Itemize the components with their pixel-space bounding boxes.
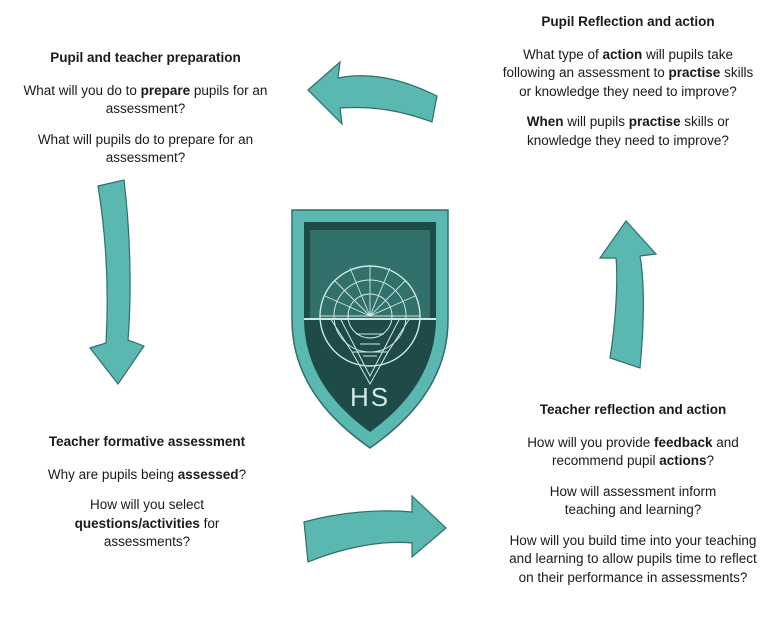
pupil-reflection-action-block: Pupil Reflection and action What type of… [498, 13, 758, 162]
teacher-formative-assessment-block: Teacher formative assessment Why are pup… [12, 433, 282, 564]
block-title: Teacher reflection and action [539, 402, 727, 417]
block-title: Teacher formative assessment [48, 434, 246, 449]
block-paragraph: How will assessment inform teaching and … [549, 483, 717, 518]
arrow-down-left [88, 179, 145, 386]
arrow-up-right [598, 220, 658, 369]
block-paragraph: How will you build time into your teachi… [509, 532, 757, 585]
arrow-left-top [307, 60, 438, 126]
block-title: Pupil and teacher preparation [50, 50, 241, 65]
pupil-teacher-preparation-block: Pupil and teacher preparation What will … [8, 49, 283, 180]
block-paragraph: When will pupils practise skills or know… [526, 114, 730, 148]
block-title: Pupil Reflection and action [541, 14, 715, 29]
block-paragraph: What type of action will pupils take fol… [502, 46, 754, 99]
teacher-reflection-action-block: Teacher reflection and action How will y… [508, 401, 758, 599]
block-paragraph: Why are pupils being assessed? [47, 466, 247, 482]
crest-initials: HS [350, 382, 390, 412]
block-paragraph: How will you provide feedback and recomm… [527, 434, 739, 469]
block-paragraph: What will you do to prepare pupils for a… [23, 82, 268, 117]
school-crest-logo: HS [291, 209, 449, 449]
block-paragraph: What will pupils do to prepare for an as… [37, 131, 254, 166]
block-paragraph: How will you select questions/activities… [74, 497, 220, 549]
arrow-right-bottom [303, 494, 447, 563]
